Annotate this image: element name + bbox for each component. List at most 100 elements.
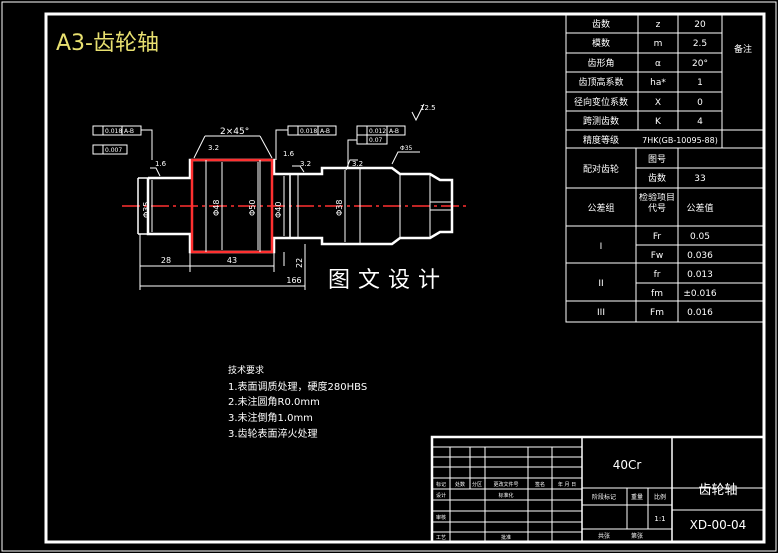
tech-note-item: 3.未注倒角1.0mm — [228, 411, 313, 424]
mating-label: 配对齿轮 — [583, 163, 619, 175]
tech-notes: 技术要求 1.表面调质处理，硬度280HBS 2.未注圆角R0.0mm 3.未注… — [228, 364, 367, 440]
tol-value: ±0.016 — [683, 289, 717, 299]
roughness-label: 1.6 — [155, 160, 167, 168]
dim-dia48: Φ48 — [212, 200, 221, 216]
tb-label-change-doc: 更改文件号 — [493, 481, 518, 488]
scale-value: 1:1 — [654, 515, 665, 523]
tol-group: III — [597, 308, 605, 318]
tol-code: fm — [651, 289, 663, 299]
drawing-title: A3-齿轮轴 — [56, 31, 159, 56]
tol-value: 0.036 — [687, 251, 713, 261]
param-name: 径向变位系数 — [574, 96, 628, 108]
roughness-label: 3.2 — [352, 160, 363, 168]
tol-value-header: 公差值 — [686, 202, 713, 214]
gear-parameter-table — [565, 13, 765, 323]
tol-group: I — [600, 242, 603, 252]
tol-item-header: 检验项目代号 — [639, 193, 675, 214]
fcf-datum: A-B — [389, 128, 399, 135]
diameter-dimensions — [151, 162, 346, 250]
length-labels: 28 43 166 22 — [161, 256, 304, 285]
feature-control-frames — [92, 125, 406, 168]
title-block — [430, 435, 766, 544]
material: 40Cr — [613, 458, 642, 472]
tb-label-zone: 分区 — [472, 481, 482, 488]
param-symbol: X — [655, 98, 661, 108]
fcf-value: 0.07 — [369, 137, 383, 144]
roughness-label: 3.2 — [208, 144, 219, 152]
tol-value: 0.013 — [687, 270, 713, 280]
dim-dia50: Φ50 — [248, 200, 257, 216]
watermark-text: 图文设计 — [328, 268, 448, 293]
remark-label: 备注 — [734, 43, 752, 55]
dim-dia40: Φ40 — [274, 202, 283, 218]
sheet-no-label: 第张 — [631, 532, 643, 540]
param-value: 0 — [697, 98, 703, 108]
roughness-label: 1.6 — [283, 150, 295, 158]
mating-row-value: 33 — [694, 174, 705, 184]
roughness-label: 3.2 — [300, 160, 311, 168]
param-name: 模数 — [592, 37, 610, 49]
param-name: 跨测齿数 — [583, 115, 619, 127]
param-symbol: ha* — [650, 78, 666, 88]
tol-group-header: 公差组 — [587, 202, 614, 214]
param-value: 2.5 — [693, 39, 707, 49]
precision-value: 7HK(GB-10095-88) — [642, 136, 718, 145]
param-symbol: z — [656, 20, 661, 30]
fcf-datum: A-B — [320, 128, 330, 135]
dim-note: Φ35 — [400, 145, 413, 152]
tb-label-design: 设计 — [436, 492, 446, 499]
tol-value: 0.016 — [687, 308, 713, 318]
diameter-labels: Φ48 Φ50 Φ40 Φ38 Φ35 — [142, 200, 344, 218]
fcf-value: 0.018 — [105, 128, 122, 135]
tb-label-mark: 标记 — [436, 481, 446, 488]
fcf-value: 0.007 — [105, 147, 122, 154]
fcf-text: 0.018 A-B 0.007 0.018 A-B 0.012 A-B 0.07 — [105, 128, 399, 154]
fcf-datum: A-B — [124, 128, 134, 135]
dim-len43: 43 — [227, 256, 237, 265]
param-symbol: α — [655, 59, 661, 69]
tb-label-approve: 批准 — [501, 534, 511, 541]
shaft-view — [122, 158, 470, 254]
param-symbol: K — [655, 117, 662, 127]
param-value: 20° — [692, 59, 708, 69]
tech-note-item: 2.未注圆角R0.0mm — [228, 395, 320, 408]
tech-note-item: 1.表面调质处理，硬度280HBS — [228, 380, 367, 393]
dim-dia38: Φ38 — [335, 200, 344, 216]
param-name: 齿数 — [592, 18, 610, 30]
tol-code: Fw — [651, 251, 664, 261]
param-name: 齿形角 — [587, 57, 614, 69]
dim-dia35: Φ35 — [142, 202, 151, 218]
param-value: 4 — [697, 117, 703, 127]
tb-label-process: 工艺 — [436, 535, 446, 541]
weight-label: 重量 — [631, 493, 643, 501]
param-value: 1 — [697, 78, 703, 88]
param-table-text: 齿数 z 20 模数 m 2.5 齿形角 α 20° 齿顶高系数 ha* 1 径… — [574, 18, 752, 318]
length-dimensions — [139, 234, 306, 290]
annotations: 2×45° 3.2 1.6 1.6 3.2 3.2 12.5 Φ35 — [150, 103, 436, 177]
tech-note-item: 3.齿轮表面淬火处理 — [228, 427, 318, 440]
tol-code: Fr — [653, 232, 662, 242]
tb-label-review: 审核 — [436, 514, 446, 521]
tech-notes-heading: 技术要求 — [228, 364, 264, 376]
dim-sym22: 22 — [295, 258, 304, 268]
part-name: 齿轮轴 — [698, 483, 737, 498]
fcf-value: 0.012 — [369, 128, 386, 135]
tb-label-sign: 签名 — [535, 481, 545, 488]
title-block-text: 40Cr 齿轮轴 XD-00-04 1:1 阶段标记 重量 比例 共张 第张 标… — [436, 458, 746, 541]
mating-row-name: 图号 — [648, 154, 666, 165]
tol-code: Fm — [650, 308, 664, 318]
roughness-label: 12.5 — [420, 104, 436, 112]
param-value: 20 — [694, 20, 706, 30]
tol-group: II — [598, 279, 603, 289]
chamfer-label: 2×45° — [220, 127, 249, 137]
param-name: 齿顶高系数 — [578, 76, 623, 88]
dim-len28: 28 — [161, 256, 171, 265]
scale-label: 比例 — [654, 493, 666, 501]
dim-len166: 166 — [286, 276, 301, 285]
precision-label: 精度等级 — [583, 134, 619, 146]
stage-mark-label: 阶段标记 — [592, 493, 616, 501]
param-symbol: m — [654, 39, 663, 49]
